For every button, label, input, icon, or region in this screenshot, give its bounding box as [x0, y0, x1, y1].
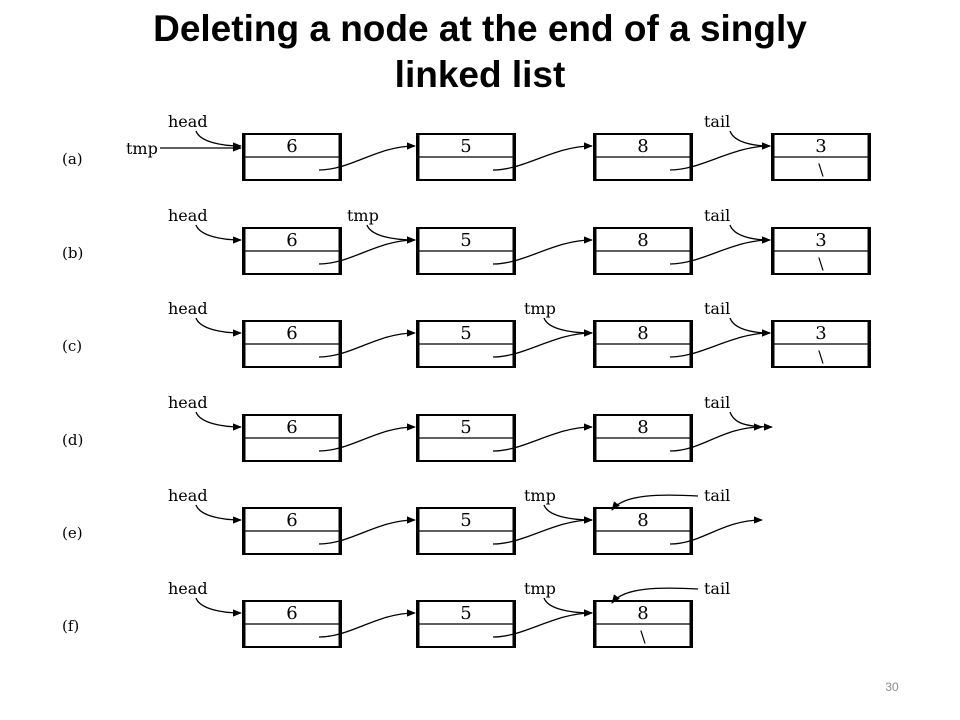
tmp-pointer-arrow [543, 317, 593, 337]
step-label: (f) [62, 617, 79, 635]
head-label: head [168, 486, 208, 505]
tail-pointer-arrow [611, 494, 699, 511]
step-label: (c) [62, 337, 82, 355]
node-value: 8 [637, 603, 648, 624]
tail-pointer-arrow [729, 224, 771, 244]
node-value: 6 [286, 510, 297, 531]
node-value: 8 [637, 136, 648, 157]
node-value: 5 [460, 136, 471, 157]
null-pointer-mark: \ [818, 254, 824, 273]
tmp-pointer-arrow [543, 597, 593, 617]
head-pointer-arrow [195, 317, 242, 337]
next-pointer-arrow [492, 609, 593, 638]
node-value: 3 [815, 136, 826, 157]
node-value: 5 [460, 323, 471, 344]
node-value: 8 [637, 510, 648, 531]
node-value: 6 [286, 603, 297, 624]
next-pointer-arrow [492, 329, 593, 358]
tail-pointer-arrow [611, 587, 699, 604]
next-pointer-arrow [669, 142, 771, 171]
next-pointer-arrow [492, 516, 593, 545]
head-pointer-arrow [195, 130, 242, 150]
null-pointer-mark: \ [818, 160, 824, 179]
head-label: head [168, 393, 208, 412]
page-number: 30 [885, 680, 899, 694]
next-pointer-arrow [492, 423, 593, 452]
node-value: 8 [637, 230, 648, 251]
head-pointer-arrow [195, 504, 242, 524]
node-value: 6 [286, 136, 297, 157]
tmp-pointer-arrow [543, 504, 593, 524]
next-pointer-arrow [669, 236, 771, 265]
step-label: (b) [62, 244, 83, 262]
title-line-2: linked list [394, 54, 566, 95]
tmp-label: tmp [126, 139, 158, 158]
step-label: (d) [62, 431, 83, 449]
head-pointer-arrow [195, 411, 242, 431]
next-pointer-arrow [492, 142, 593, 171]
node-value: 5 [460, 417, 471, 438]
head-label: head [168, 579, 208, 598]
tail-label: tail [704, 393, 730, 412]
title-line-1: Deleting a node at the end of a singly [153, 8, 807, 49]
next-pointer-arrow [318, 142, 416, 171]
tail-label: tail [704, 486, 730, 505]
node-value: 3 [815, 323, 826, 344]
dangling-pointer-arrow [669, 423, 763, 452]
tmp-pointer-arrow [366, 224, 416, 244]
step-label: (a) [62, 150, 83, 168]
null-pointer-mark: \ [640, 627, 646, 646]
head-label: head [168, 112, 208, 131]
node-value: 5 [460, 603, 471, 624]
node-value: 6 [286, 230, 297, 251]
node-value: 5 [460, 230, 471, 251]
tail-label: tail [704, 206, 730, 225]
node-value: 6 [286, 323, 297, 344]
tail-label: tail [704, 112, 730, 131]
slide-title: Deleting a node at the end of a singly l… [0, 6, 960, 98]
tail-pointer-arrow [729, 411, 773, 431]
tail-pointer-arrow [729, 130, 771, 150]
node-value: 8 [637, 323, 648, 344]
node-value: 6 [286, 417, 297, 438]
step-label: (e) [62, 524, 83, 542]
head-pointer-arrow [195, 224, 242, 244]
head-pointer-arrow [195, 597, 242, 617]
node-value: 8 [637, 417, 648, 438]
tmp-label: tmp [524, 579, 556, 598]
dangling-pointer-arrow [669, 516, 763, 545]
tail-pointer-arrow [729, 317, 771, 337]
next-pointer-arrow [669, 329, 771, 358]
tmp-label: tmp [524, 299, 556, 318]
head-label: head [168, 206, 208, 225]
next-pointer-arrow [318, 516, 416, 545]
tail-label: tail [704, 299, 730, 318]
next-pointer-arrow [492, 236, 593, 265]
next-pointer-arrow [318, 609, 416, 638]
node-value: 5 [460, 510, 471, 531]
tmp-label: tmp [524, 486, 556, 505]
null-pointer-mark: \ [818, 347, 824, 366]
tmp-label: tmp [347, 206, 379, 225]
next-pointer-arrow [318, 236, 416, 265]
head-label: head [168, 299, 208, 318]
tail-label: tail [704, 579, 730, 598]
next-pointer-arrow [318, 329, 416, 358]
next-pointer-arrow [318, 423, 416, 452]
node-value: 3 [815, 230, 826, 251]
